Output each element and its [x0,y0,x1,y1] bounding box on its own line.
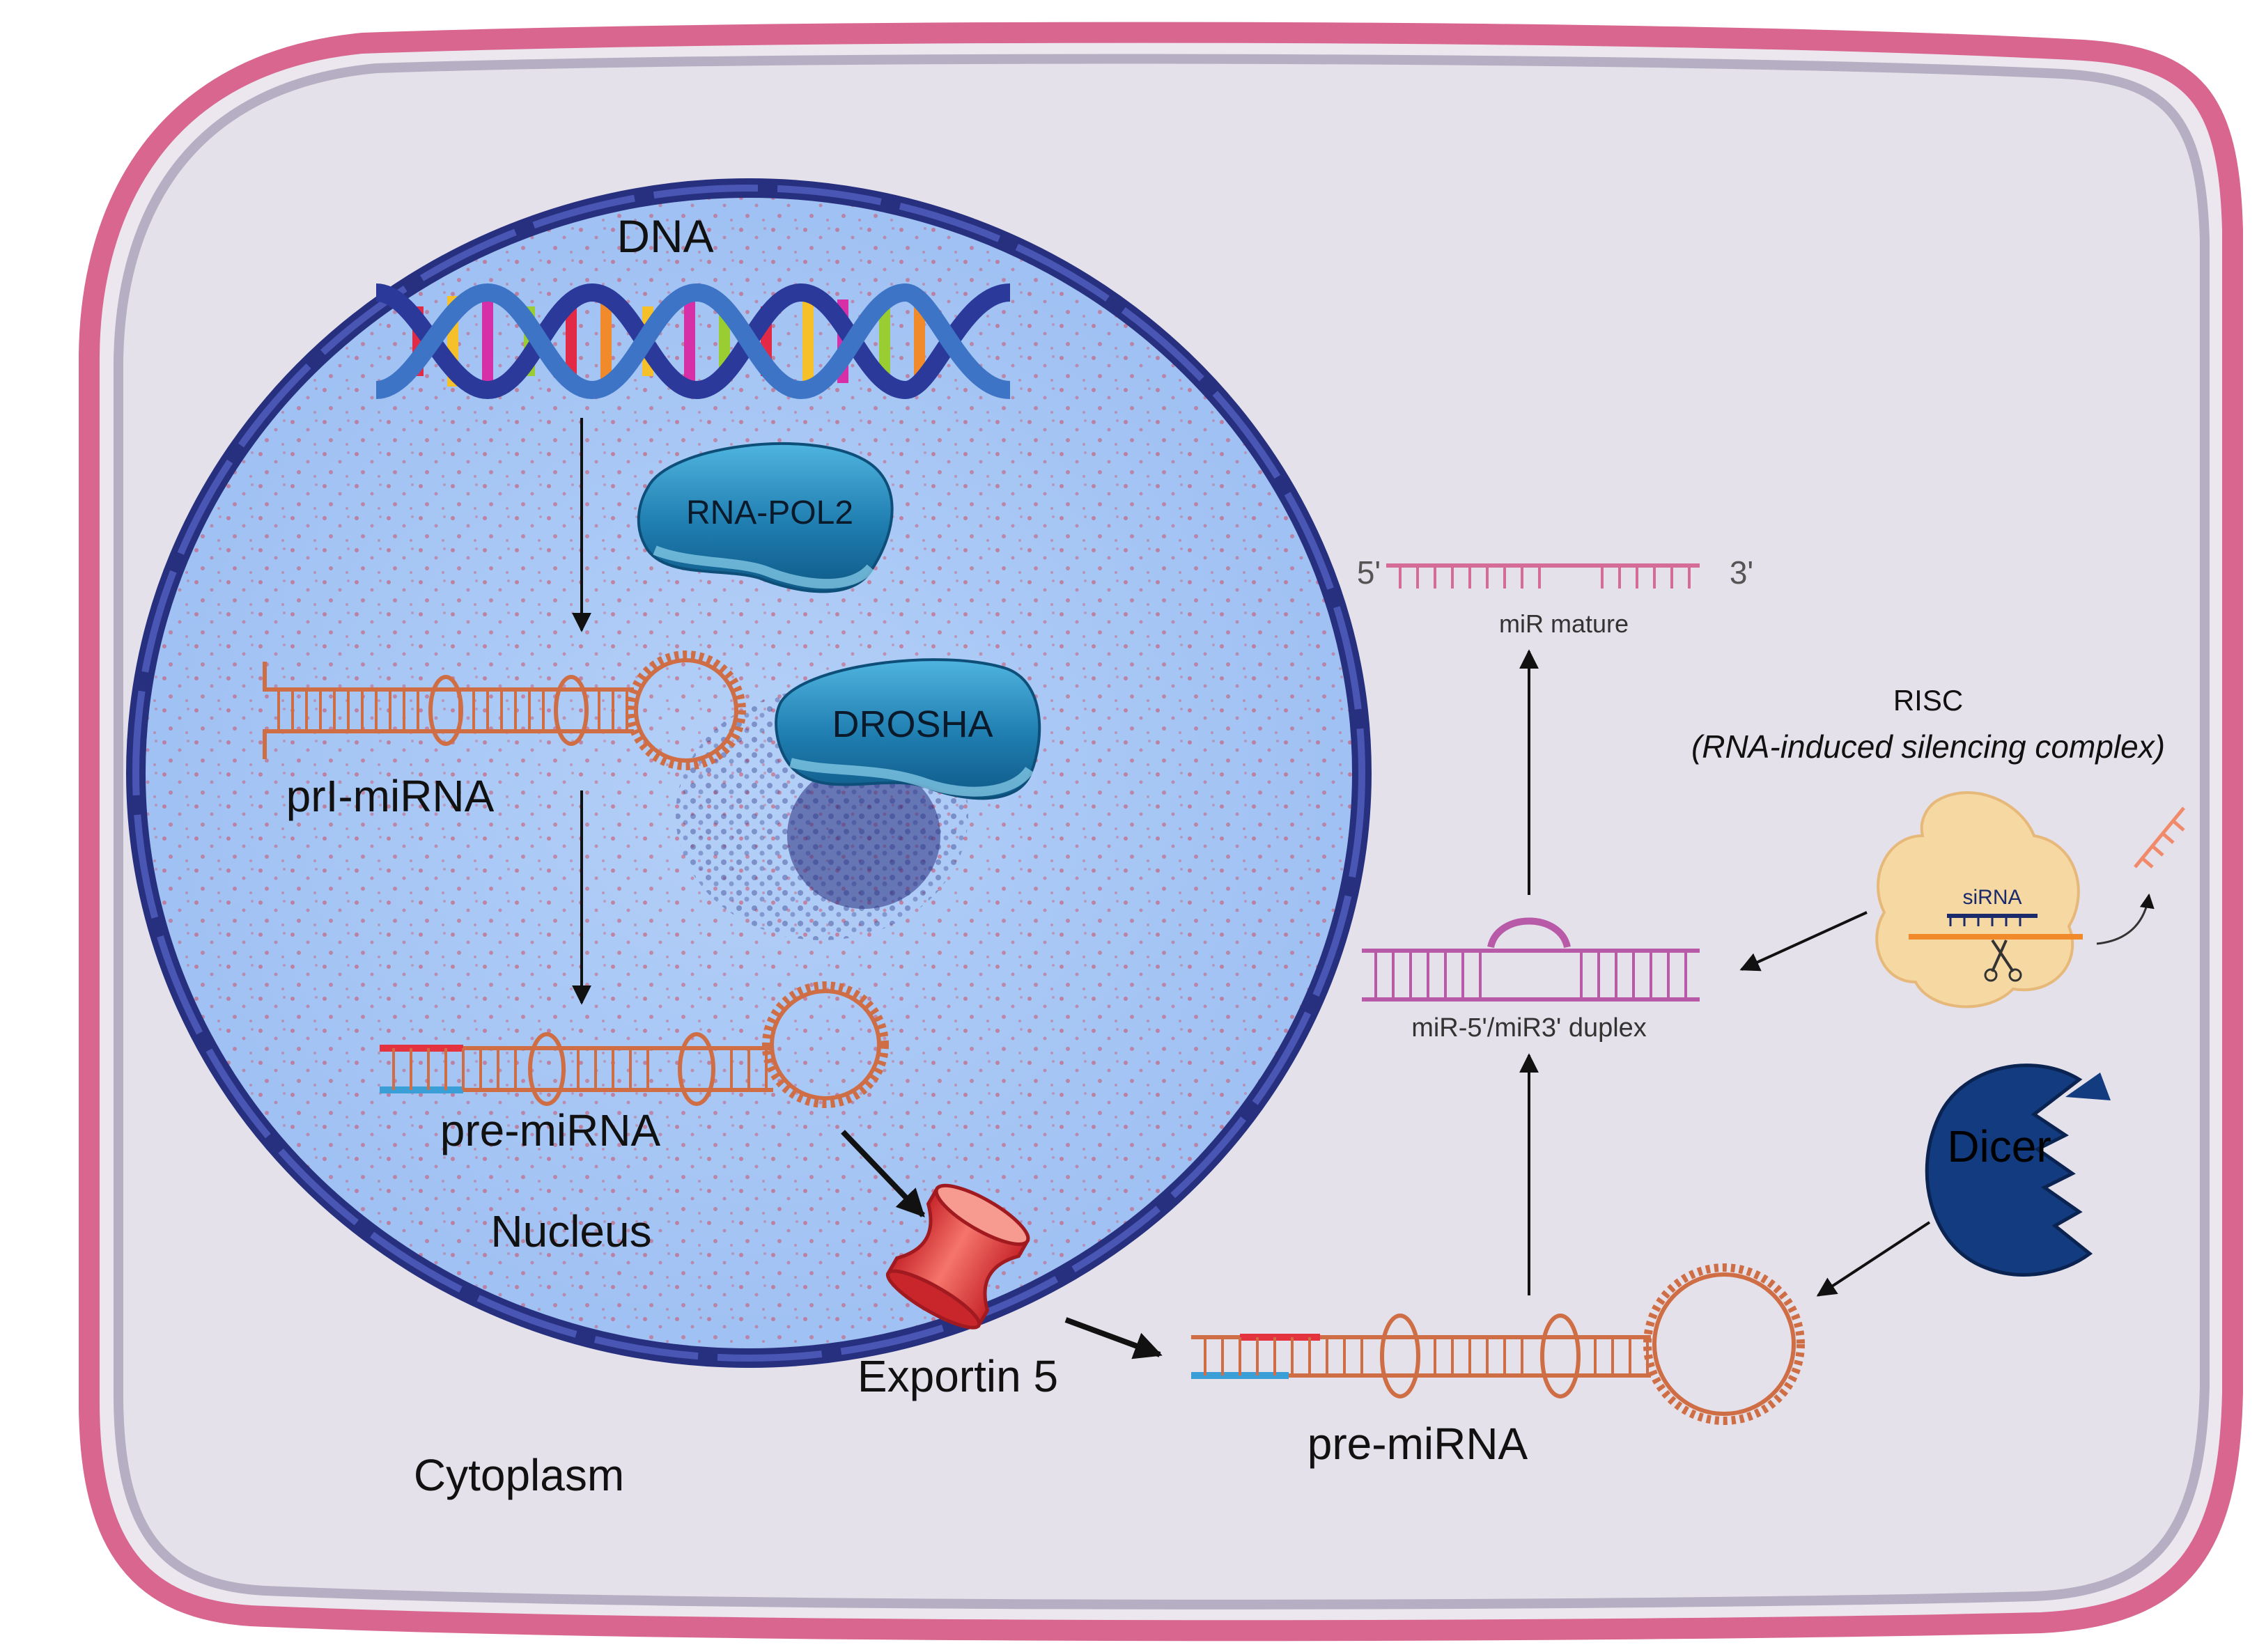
rna-pol2-protein: RNA-POL2 [637,442,894,593]
pri-mirna-hairpin [263,650,746,770]
risc-complex: siRNA [1875,791,2083,1008]
nucleus-label: Nucleus [490,1206,651,1256]
five-prime-label: 5' [1357,554,1381,591]
dna-label: DNA [616,210,713,262]
pre-mirna-nucleus-hairpin [380,981,889,1108]
dicer-enzyme: Dicer [1925,1063,2111,1277]
arrow-risc-to-duplex [1739,911,1868,972]
drosha-protein: DROSHA [775,658,1041,800]
cleaved-mrna-fragment [2134,806,2185,868]
mature-label: miR mature [1499,609,1629,638]
scissors-icon [1991,939,2015,973]
pre-mirna-cytoplasm-hairpin [1191,1263,1805,1425]
mature-mirna [1386,563,1700,589]
sirna-label: siRNA [1962,886,2021,909]
mirna-duplex [1362,917,1700,1002]
pri-mirna-label: prI-miRNA [286,771,495,821]
drosha-label: DROSHA [832,703,993,745]
pre-mirna-cytoplasm-label: pre-miRNA [1307,1419,1528,1469]
arrow-export [1064,1317,1163,1359]
exportin-5-channel [885,1183,1030,1330]
risc-subtitle: (RNA-induced silencing complex) [1691,728,2165,765]
arrow-dicer [1816,1221,1931,1297]
three-prime-label: 3' [1730,554,1753,591]
nucleus [126,178,1372,1368]
exportin-label: Exportin 5 [857,1351,1058,1401]
dicer-label: Dicer [1947,1121,2051,1171]
arrow-to-exportin [841,1130,925,1217]
dna-helix [375,283,1011,400]
risc-title: RISC [1893,684,1963,717]
rna-pol2-label: RNA-POL2 [686,494,853,531]
cytoplasm-label: Cytoplasm [414,1450,624,1500]
duplex-label: miR-5'/miR3' duplex [1411,1013,1647,1043]
arrow-fragment-release [2096,893,2155,945]
pre-mirna-nucleus-label: pre-miRNA [440,1105,661,1155]
